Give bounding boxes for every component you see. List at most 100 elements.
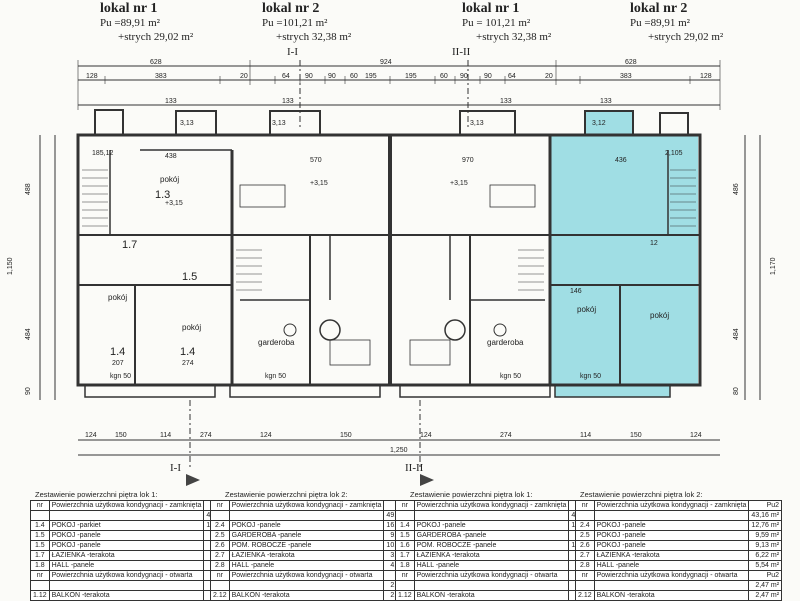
- room-number: 1.4: [180, 346, 195, 358]
- header-area: Pu =89,91 m²: [100, 17, 160, 29]
- header-attic: +strych 29,02 m²: [648, 31, 724, 43]
- header-area: Pu =89,91 m²: [630, 17, 690, 29]
- header-title: lokal nr 1: [462, 1, 520, 16]
- dim-top-mid: 60: [440, 73, 448, 80]
- dim-bottom: 150: [340, 432, 352, 439]
- table-title: Zestawienie powierzchni piętra lok 2:: [580, 490, 703, 499]
- dim-top-mid: 90: [328, 73, 336, 80]
- highlighted-bottom: [555, 385, 670, 397]
- header-title: lokal nr 2: [630, 1, 688, 16]
- room-number: 1.3: [155, 189, 170, 201]
- table-title: Zestawienie powierzchni piętra lok 1:: [35, 490, 158, 499]
- dim-bottom: 114: [580, 432, 591, 439]
- dim-top-mid: 90: [460, 73, 468, 80]
- misc-label: kgn 50: [580, 373, 601, 380]
- dim-bottom: 150: [115, 432, 127, 439]
- misc-label: 12: [650, 240, 658, 247]
- room-label: pokój: [650, 311, 669, 320]
- table-title: Zestawienie powierzchni piętra lok 1:: [410, 490, 533, 499]
- dim-left: 1,150: [7, 257, 14, 275]
- dim-top-mid: 195: [405, 73, 417, 80]
- dim-bottom: 124: [420, 432, 432, 439]
- misc-label: kgn 50: [500, 373, 521, 380]
- dim-top-outer: 924: [380, 59, 392, 66]
- dim-bottom: 150: [630, 432, 642, 439]
- section-arrow-icon: [420, 474, 434, 486]
- room-label: pokój: [577, 305, 596, 314]
- dim-left: 488: [25, 183, 32, 195]
- room-number: 1.5: [182, 271, 197, 283]
- dim-top-inner: 133: [282, 98, 294, 105]
- header-lokal-2-left: lokal nr 2 Pu =101,21 m² +strych 32,38 m…: [262, 2, 351, 44]
- room-label: pokój: [108, 293, 127, 302]
- header-attic: +strych 32,38 m²: [276, 31, 352, 43]
- room-area: 207: [112, 360, 124, 367]
- header-area: Pu = 101,21 m²: [462, 17, 531, 29]
- table-open-total: 2,47 m²: [395, 580, 603, 591]
- dim-top-mid: 90: [305, 73, 313, 80]
- highlighted-unit: [550, 135, 698, 385]
- table-open-total: 2,47 m²: [210, 580, 418, 591]
- misc-label: 2,105: [665, 150, 683, 157]
- dim-left: 90: [25, 387, 32, 395]
- table-title: Zestawienie powierzchni piętra lok 2:: [225, 490, 348, 499]
- room-area: 438: [165, 153, 177, 160]
- dim-top-inner: 133: [165, 98, 177, 105]
- dim-bottom: 274: [500, 432, 512, 439]
- dim-top-mid: 195: [365, 73, 377, 80]
- dim-bottom-total: 1,250: [390, 447, 408, 454]
- misc-label: kgn 50: [265, 373, 286, 380]
- room-number: 1.7: [122, 239, 137, 251]
- header-attic: +strych 32,38 m²: [476, 31, 552, 43]
- dim-right: 484: [733, 328, 740, 340]
- dim-bottom: 114: [160, 432, 171, 439]
- dim-top-inner: 133: [600, 98, 612, 105]
- header-title: lokal nr 1: [100, 1, 158, 16]
- section-mark-a-bottom: I-I: [170, 462, 181, 474]
- dim-top-mid: 20: [545, 73, 553, 80]
- dim-left: 484: [25, 328, 32, 340]
- dim-top-mid: 128: [86, 73, 98, 80]
- dim-top-inner: 133: [500, 98, 512, 105]
- dim-top-mid: 64: [282, 73, 290, 80]
- dim-top-mid: 60: [350, 73, 358, 80]
- misc-label: kgn 50: [110, 373, 131, 380]
- dim-bottom: 274: [200, 432, 212, 439]
- room-label: garderoba: [487, 338, 524, 347]
- highlighted-balcony: [585, 111, 633, 135]
- header-lokal-2-right: lokal nr 2 Pu =89,91 m² +strych 29,02 m²: [630, 2, 723, 44]
- dim-bottom: 124: [85, 432, 97, 439]
- misc-label: 146: [570, 288, 582, 295]
- table-total: 49,02 m²: [395, 510, 603, 521]
- header-lokal-1-right: lokal nr 1 Pu = 101,21 m² +strych 32,38 …: [462, 2, 551, 44]
- dim-right: 486: [733, 183, 740, 195]
- misc-label: 3,13: [180, 120, 194, 127]
- room-number: 1.4: [110, 346, 125, 358]
- dim-top-mid: 128: [700, 73, 712, 80]
- dim-top-mid: 20: [240, 73, 248, 80]
- dim-right: 1,170: [770, 257, 777, 275]
- misc-label: 3,12: [592, 120, 606, 127]
